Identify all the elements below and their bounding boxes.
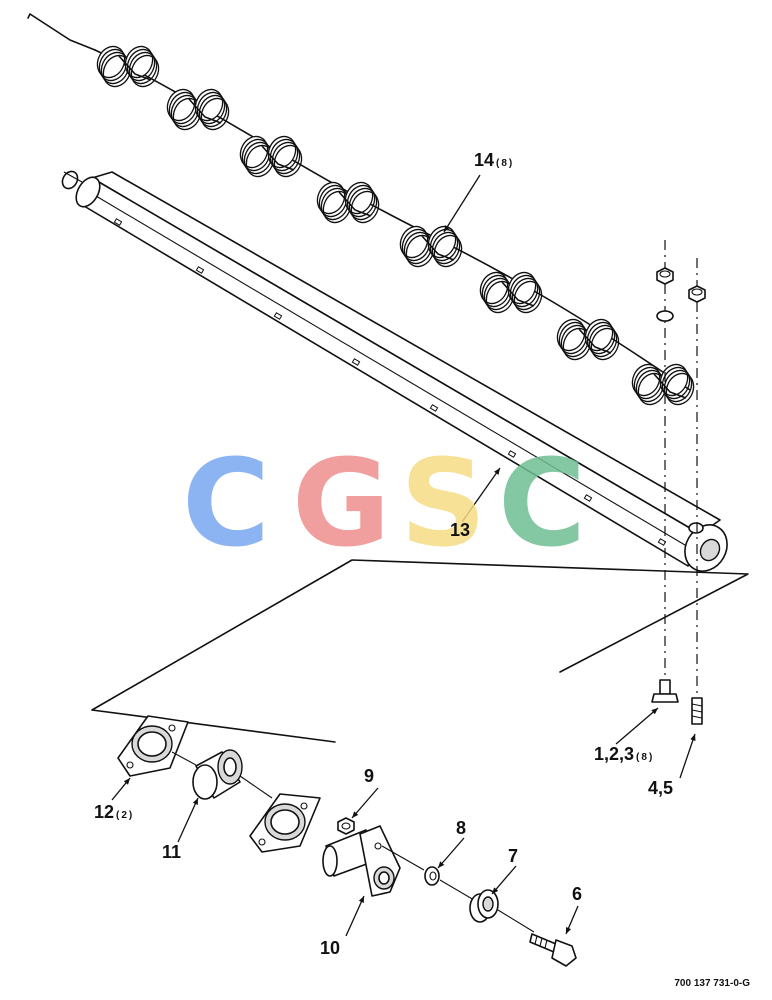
callout-10: 10 [320,938,341,958]
watermark-letter-g: G [292,435,391,574]
mounting-hole [113,218,123,226]
nut-item-9 [337,817,355,835]
callout-14: 14(8) [474,150,515,170]
bearing-flange [117,715,189,777]
bearing-flange-2 [249,793,321,853]
leader-arrowhead [123,778,130,785]
mounting-hole [273,312,283,320]
roller-bearing-item-7 [469,889,499,923]
callout-6: 6 [572,884,583,904]
leader-line [461,467,501,523]
reel-tube [61,170,728,572]
tube-mounting-holes [113,218,667,546]
washer-top [656,310,674,322]
mounting-hole [657,538,667,546]
callout-12: 12(2) [94,802,135,822]
leader-line [679,733,696,779]
mounting-hole [351,358,361,366]
axis-line-2 [239,775,273,799]
bolt-item-4 [691,697,703,725]
nut-top-left [656,267,674,285]
axis-line-5 [497,909,535,933]
leader-line [345,895,365,937]
leader-arrowhead [492,887,499,894]
callout-8: 8 [456,818,467,838]
mounting-hole [583,494,593,502]
coil-spring [399,225,463,268]
bearing [192,749,243,800]
leader-line [443,174,481,233]
nut-top-right [688,285,706,303]
leader-arrowhead [358,896,364,903]
figure-id: 700 137 731-0-G [674,978,750,989]
spring-tines-assembly [27,13,695,406]
coil-spring [239,135,303,178]
coil-spring [316,181,380,224]
coil-spring [96,45,160,88]
leader-arrowhead [651,708,658,715]
mounting-plane-outline [91,559,749,743]
callout-1-2-3: 1,2,3(8) [594,744,655,764]
bolt-item-1 [651,679,679,703]
callout-9: 9 [364,766,375,786]
coil-spring [556,318,620,361]
leader-line [351,787,379,819]
watermark-letter-c2: C [498,435,587,574]
axis-line-3 [381,845,425,871]
leader-line [177,797,199,843]
mounting-hole [429,404,439,412]
leader-arrowhead [352,811,359,818]
coil-spring [166,88,230,131]
leader-arrowhead [494,468,500,475]
leader-line [615,707,659,745]
callout-4-5: 4,5 [648,778,674,798]
leader-arrowhead [444,225,450,232]
watermark-letter-c1: C [182,435,271,574]
leader-arrowhead [438,861,445,868]
leader-arrowhead [192,798,198,805]
callout-leaders [111,174,696,937]
mounting-hole [507,450,517,458]
bolt-item-6 [529,933,577,967]
coil-spring [631,363,695,406]
coil-spring [479,271,543,314]
leader-arrowhead [690,734,696,741]
axis-line-4 [439,879,475,901]
callout-11: 11 [162,842,182,862]
watermark-letter-s: S [400,435,487,574]
callout-7: 7 [508,846,519,866]
mounting-hole [195,266,205,274]
crank-arm [322,825,401,897]
axis-line-1 [171,751,197,766]
coil-springs [96,45,695,406]
washer-item-8 [424,866,440,886]
callout-13: 13 [450,520,471,540]
leader-line [437,837,465,869]
leader-arrowhead [566,927,572,934]
